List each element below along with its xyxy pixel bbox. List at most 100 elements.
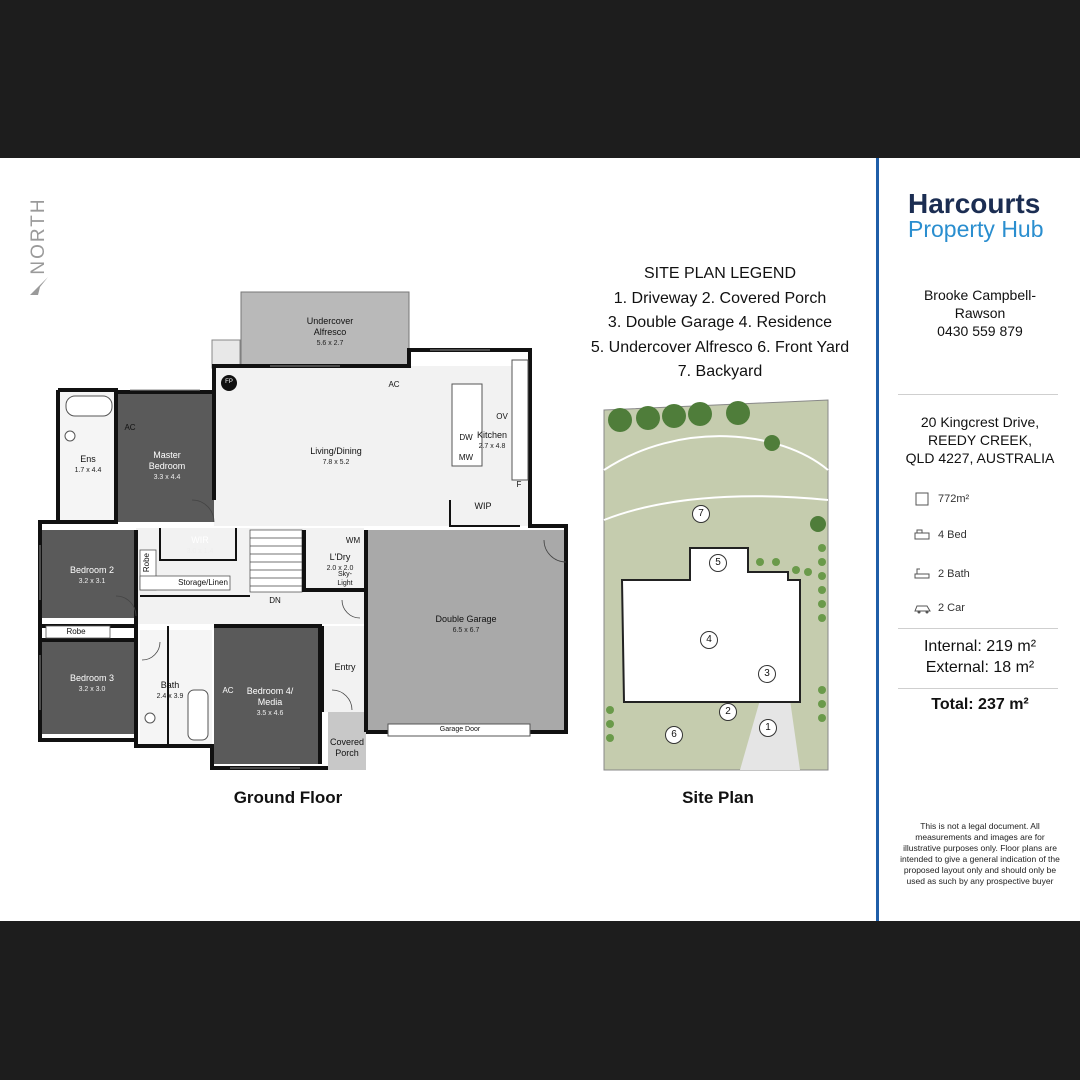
tag-ac-bed4: AC: [222, 686, 234, 695]
bedroom2-floor: [42, 530, 136, 618]
feature-bath: 2 Bath: [914, 568, 970, 580]
room-bedroom3-dim: 3.2 x 3.0: [78, 686, 106, 693]
room-laundry-dim: 2.0 x 2.0: [326, 565, 354, 572]
room-wip: WIP: [474, 501, 492, 511]
area-total: Total: 237 m²: [931, 696, 1029, 713]
room-bedroom4-name: Bedroom 4/ Media: [246, 686, 294, 707]
room-kitchen-name: Kitchen: [476, 430, 508, 440]
room-master-dim: 3.3 x 4.4: [153, 474, 181, 481]
site-label-1: 1: [759, 719, 777, 737]
room-wir-dim: 3.0 x 1.4: [186, 548, 214, 555]
garage-door: [387, 723, 531, 737]
bath-icon: [914, 568, 930, 579]
agent-name-line1: Brooke Campbell-: [923, 287, 1037, 303]
room-living-name: Living/Dining: [310, 446, 362, 456]
bedroom3-floor: [42, 640, 136, 734]
room-garage: Double Garage 6.5 x 6.7: [420, 614, 512, 636]
site-plan-legend: SITE PLAN LEGEND 1. Driveway 2. Covered …: [560, 262, 880, 385]
room-master: Master Bedroom 3.3 x 4.4: [132, 450, 202, 483]
legend-line-2: 3. Double Garage 4. Residence: [607, 314, 833, 331]
legend-line-4: 7. Backyard: [677, 363, 763, 380]
master-bedroom-floor: [118, 392, 214, 522]
room-living-dim: 7.8 x 5.2: [322, 459, 350, 466]
caption-site-plan: Site Plan: [682, 788, 754, 807]
room-storage: Storage/Linen: [178, 578, 228, 587]
divider-areas: [898, 688, 1058, 689]
room-garage-dim: 6.5 x 6.7: [452, 627, 480, 634]
feature-bed-value: 4 Bed: [938, 529, 967, 541]
room-bath-dim: 2.4 x 3.9: [156, 693, 184, 700]
car-icon: [914, 605, 931, 614]
room-living: Living/Dining 7.8 x 5.2: [296, 446, 376, 468]
room-master-name: Master Bedroom: [148, 450, 186, 471]
room-wir: WIR 3.0 x 1.4: [168, 535, 232, 557]
room-kitchen: Kitchen 2.7 x 4.8: [470, 430, 514, 452]
room-bedroom4: Bedroom 4/ Media 3.5 x 4.6: [230, 686, 310, 719]
alfresco-area: [240, 291, 410, 366]
feature-car: 2 Car: [914, 602, 965, 614]
legend-title: SITE PLAN LEGEND: [643, 265, 797, 282]
site-label-3: 3: [758, 665, 776, 683]
room-robe-bed3: Robe: [66, 627, 86, 636]
feature-bed: 4 Bed: [914, 529, 967, 541]
divider-agent: [898, 394, 1058, 395]
feature-land: 772m²: [915, 492, 970, 506]
room-bedroom4-dim: 3.5 x 4.6: [256, 710, 284, 717]
room-kitchen-dim: 2.7 x 4.8: [478, 443, 506, 450]
agent-name-line2: Rawson: [954, 305, 1006, 321]
room-bath-name: Bath: [160, 680, 180, 690]
room-ens: Ens 1.7 x 4.4: [62, 454, 114, 476]
tag-dn: DN: [269, 596, 281, 605]
room-bath: Bath 2.4 x 3.9: [148, 680, 192, 702]
tag-skylight: Sky- Light: [337, 571, 353, 587]
legend-line-3: 5. Undercover Alfresco 6. Front Yard: [590, 338, 850, 356]
room-garage-name: Double Garage: [435, 614, 497, 624]
tag-ac-living: AC: [388, 380, 400, 389]
tag-fridge: F: [516, 480, 522, 489]
north-indicator: NORTH: [22, 195, 52, 305]
tag-dw: DW: [459, 433, 473, 442]
garage-door-label: Garage Door: [439, 726, 481, 733]
legend-line-1: 1. Driveway 2. Covered Porch: [613, 289, 827, 307]
panel-divider: [876, 158, 879, 921]
room-bedroom3-name: Bedroom 3: [69, 673, 115, 683]
disclaimer: This is not a legal document. All measur…: [900, 821, 1060, 886]
brand-logo: Harcourts Property Hub: [908, 188, 1044, 243]
brand-sub: Property Hub: [908, 216, 1044, 242]
site-label-6: 6: [665, 726, 683, 744]
room-porch: Covered Porch: [329, 737, 365, 758]
room-alfresco-name: Undercover Alfresco: [306, 316, 354, 337]
agent-info: Brooke Campbell- Rawson 0430 559 879: [892, 286, 1068, 340]
address-line2: REEDY CREEK,: [928, 432, 1032, 448]
room-alfresco-dim: 5.6 x 2.7: [316, 340, 344, 347]
tag-fp: FP: [225, 379, 233, 385]
caption-ground-floor: Ground Floor: [233, 788, 343, 807]
address-line3: QLD 4227, AUSTRALIA: [905, 450, 1055, 466]
room-ens-dim: 1.7 x 4.4: [74, 467, 102, 474]
property-address: 20 Kingcrest Drive, REEDY CREEK, QLD 422…: [892, 413, 1068, 467]
room-laundry: L'Dry 2.0 x 2.0: [318, 552, 362, 574]
ens-bathtub: [65, 395, 113, 417]
area-internal: Internal: 219 m²: [923, 638, 1037, 655]
bedroom4-floor: [214, 626, 320, 764]
bath-bathtub: [187, 689, 209, 741]
divider-features: [898, 628, 1058, 629]
site-label-7: 7: [692, 505, 710, 523]
tag-wm: WM: [345, 536, 361, 545]
feature-land-value: 772m²: [938, 493, 970, 505]
north-arrow-icon: [30, 277, 48, 295]
garage-floor: [366, 530, 566, 732]
room-wir-name: WIR: [191, 535, 209, 545]
room-entry: Entry: [334, 662, 356, 672]
area-external: External: 18 m²: [925, 659, 1035, 676]
residence: [620, 547, 801, 703]
feature-bath-value: 2 Bath: [938, 568, 970, 580]
feature-car-value: 2 Car: [938, 602, 965, 614]
room-bedroom3: Bedroom 3 3.2 x 3.0: [52, 673, 132, 695]
porch-floor: [328, 712, 366, 770]
tag-ov: OV: [496, 412, 508, 421]
tag-mw: MW: [458, 453, 474, 462]
brand-name: Harcourts: [908, 188, 1041, 219]
